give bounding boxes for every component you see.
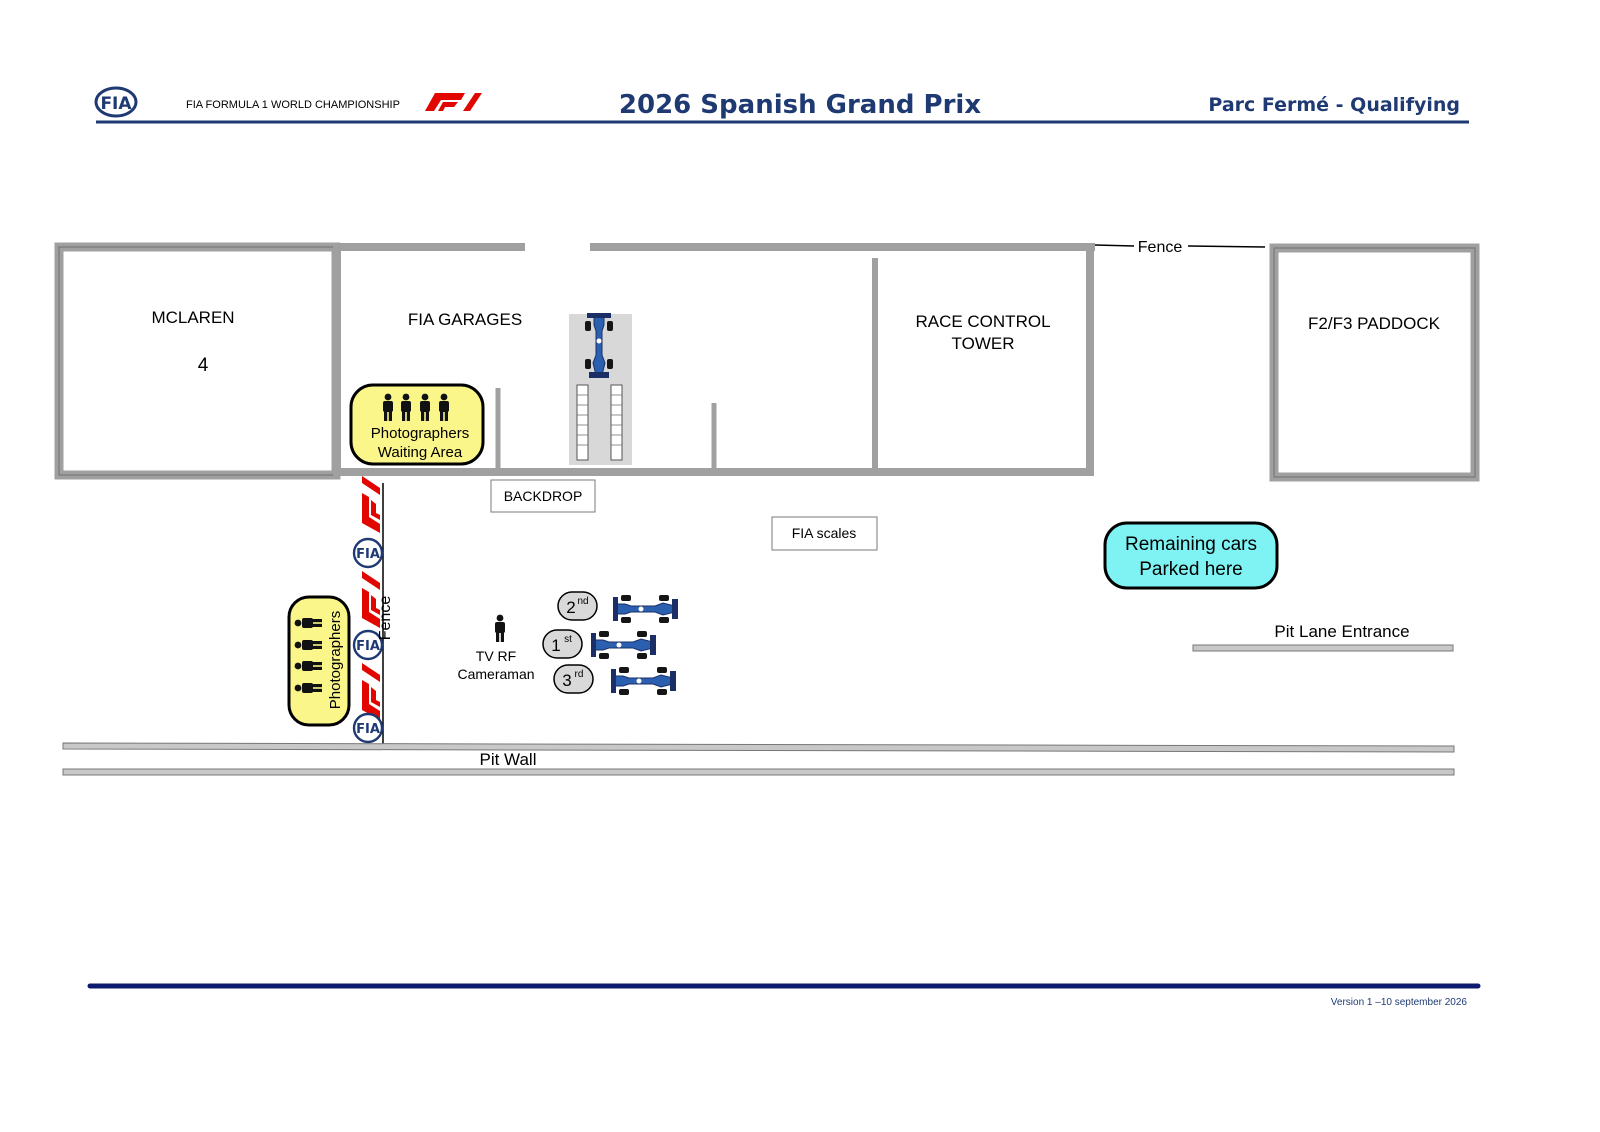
fia-scales-box: FIA scales — [771, 516, 878, 551]
race-car-icon — [610, 666, 677, 696]
fia-weighing-platform — [569, 312, 632, 465]
paddock-label: F2/F3 PADDOCK — [1308, 314, 1441, 333]
top-fence: Fence — [1094, 239, 1266, 256]
person-icon — [495, 614, 505, 642]
page-subtitle: Parc Fermé - Qualifying — [1208, 94, 1460, 116]
photographers-label: Photographers — [327, 611, 344, 709]
pit-wall: Pit Wall — [62, 742, 1455, 776]
f1-logo-icon — [425, 93, 482, 111]
fia-scales-label: FIA scales — [792, 525, 857, 541]
fia-garages-building: FIA GARAGES RACE CONTROL TOWER — [333, 243, 1095, 476]
fia-logo-text: FIA — [100, 94, 132, 114]
photographers-waiting-line2: Waiting Area — [378, 444, 463, 461]
pit-lane-entrance-label: Pit Lane Entrance — [1274, 622, 1409, 641]
mclaren-label: MCLAREN — [151, 308, 234, 327]
podium-position-1: 1 st — [542, 629, 657, 660]
photographers-area: Photographers — [287, 595, 351, 727]
mclaren-garage-number: 4 — [198, 355, 209, 376]
race-control-label-line1: RACE CONTROL — [915, 312, 1050, 331]
podium-position-2: 2 nd — [557, 591, 679, 624]
remaining-cars-line1: Remaining cars — [1125, 534, 1257, 555]
race-car-icon — [590, 630, 657, 660]
fia-garages-label: FIA GARAGES — [408, 310, 522, 329]
pit-wall-label: Pit Wall — [480, 750, 537, 769]
race-control-label-line2: TOWER — [952, 334, 1015, 353]
photographers-waiting-line1: Photographers — [371, 425, 469, 442]
mclaren-building: MCLAREN 4 — [54, 242, 341, 480]
remaining-cars-area: Remaining cars Parked here — [1103, 521, 1279, 590]
tv-rf-line2: Cameraman — [457, 666, 534, 682]
podium-position-3: 3 rd — [553, 664, 677, 696]
fia-logo-icon — [352, 712, 384, 744]
position-1-suffix: st — [564, 634, 572, 645]
version-label: Version 1 –10 september 2026 — [1331, 997, 1468, 1008]
championship-name: FIA FORMULA 1 WORLD CHAMPIONSHIP — [186, 99, 400, 111]
page-title: 2026 Spanish Grand Prix — [619, 90, 981, 120]
fia-logo-icon: FIA — [94, 86, 138, 118]
backdrop-label: BACKDROP — [504, 488, 583, 504]
race-car-icon — [612, 594, 679, 624]
position-2-number: 2 — [566, 598, 575, 617]
f1-logo-icon — [362, 663, 380, 720]
photographers-waiting-area: Photographers Waiting Area — [349, 383, 485, 466]
side-fence-label: Fence — [377, 596, 394, 641]
side-fence: Fence — [352, 476, 394, 748]
backdrop-box: BACKDROP — [490, 479, 596, 513]
top-fence-label: Fence — [1138, 239, 1183, 256]
position-3-suffix: rd — [575, 669, 584, 680]
f2-f3-paddock-building: F2/F3 PADDOCK — [1269, 243, 1480, 482]
tv-rf-cameraman: TV RF Cameraman — [457, 614, 535, 682]
footer: Version 1 –10 september 2026 — [87, 983, 1481, 1008]
remaining-cars-line2: Parked here — [1139, 559, 1243, 580]
position-3-number: 3 — [562, 671, 571, 690]
position-1-number: 1 — [551, 636, 560, 655]
pit-lane-entrance: Pit Lane Entrance — [1192, 622, 1454, 652]
position-2-suffix: nd — [577, 596, 588, 607]
tv-rf-line1: TV RF — [476, 648, 516, 664]
header: FIA FIA FORMULA 1 WORLD CHAMPIONSHIP 202… — [94, 86, 1469, 124]
fia-logo-icon — [352, 537, 384, 569]
f1-logo-icon — [362, 476, 380, 533]
